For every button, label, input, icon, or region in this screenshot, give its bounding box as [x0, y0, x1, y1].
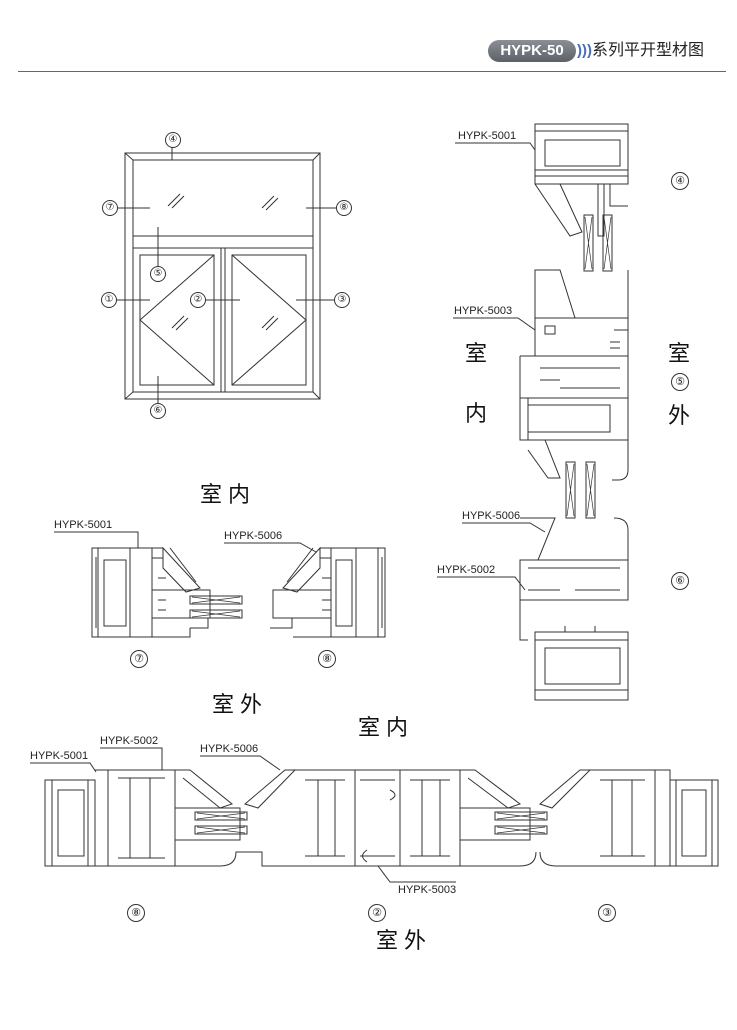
- horizontal-section: [30, 747, 719, 883]
- callout-5: ⑤: [150, 266, 166, 282]
- indoor-label-mid: 室内: [200, 482, 257, 507]
- label-5001-bottom: HYPK-5001: [30, 750, 89, 762]
- header-divider: [18, 71, 726, 72]
- callout-6-vert: ⑥: [671, 572, 689, 590]
- callout-7-section: ⑦: [130, 650, 148, 668]
- callout-2-bottom: ②: [368, 904, 386, 922]
- label-5006-vert: HYPK-5006: [462, 510, 521, 522]
- label-5002-vert: HYPK-5002: [437, 564, 496, 576]
- outdoor-char-2: 外: [668, 403, 691, 428]
- label-5006-mid: HYPK-5006: [224, 530, 283, 542]
- label-5001-vert: HYPK-5001: [458, 130, 517, 142]
- callout-8: ⑧: [336, 200, 352, 216]
- callout-5-vert: ⑤: [671, 373, 689, 391]
- series-badge: HYPK-50: [488, 40, 576, 62]
- callout-4-vert: ④: [671, 172, 689, 190]
- label-5003-vert: HYPK-5003: [454, 305, 513, 317]
- callout-6: ⑥: [150, 403, 166, 419]
- callout-2: ②: [190, 292, 206, 308]
- window-elevation: [115, 146, 338, 405]
- callout-8-bottom: ⑧: [127, 904, 145, 922]
- vertical-section: [437, 123, 629, 701]
- label-5001-mid: HYPK-5001: [54, 519, 113, 531]
- label-5003-bottom: HYPK-5003: [398, 884, 457, 896]
- callout-8-section: ⑧: [318, 650, 336, 668]
- outdoor-label-mid: 室外: [212, 692, 269, 717]
- callout-4: ④: [165, 132, 181, 148]
- section-78: [54, 531, 386, 638]
- callout-3: ③: [334, 292, 350, 308]
- outdoor-label-bottom: 室外: [376, 928, 433, 953]
- callout-1: ①: [101, 292, 117, 308]
- callout-3-bottom: ③: [598, 904, 616, 922]
- page-title: 系列平开型材图: [592, 42, 705, 59]
- label-5006-bottom: HYPK-5006: [200, 743, 259, 755]
- indoor-label-bottom: 室内: [358, 715, 415, 740]
- indoor-char-2: 内: [465, 401, 488, 426]
- label-5002-bottom: HYPK-5002: [100, 735, 159, 747]
- callout-7: ⑦: [102, 200, 118, 216]
- arrow-icon: ))): [577, 42, 592, 59]
- indoor-char-1: 室: [465, 341, 488, 366]
- outdoor-char-1: 室: [668, 341, 691, 366]
